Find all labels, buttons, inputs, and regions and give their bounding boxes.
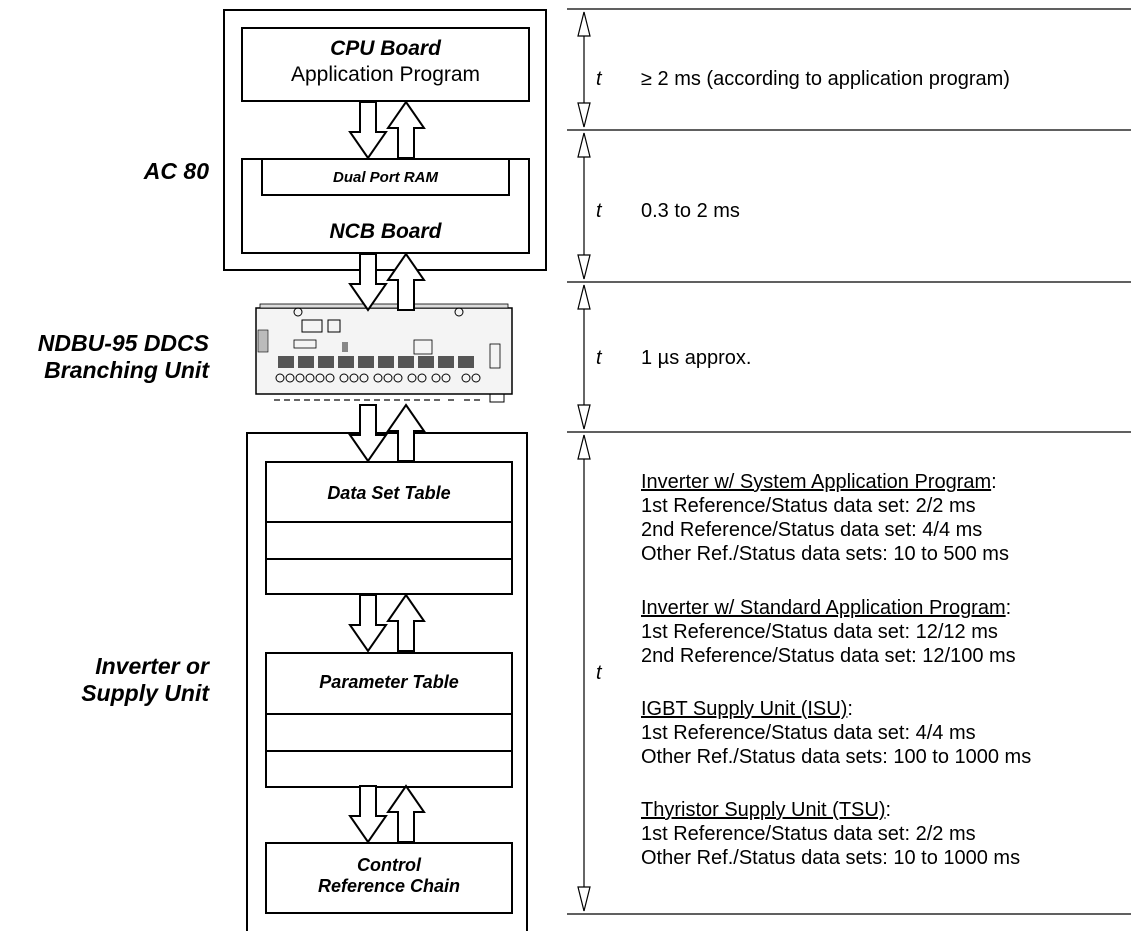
parameter-table-divider-2 <box>267 750 511 752</box>
label-ac80: AC 80 <box>143 158 209 184</box>
arrow-up-ndbu-ncb <box>387 253 425 311</box>
ndbu-device-image <box>254 300 514 410</box>
data-set-table-divider-2 <box>267 558 511 560</box>
t-symbol-row2: t <box>596 200 602 222</box>
timing-row2-text: 0.3 to 2 ms <box>641 200 740 222</box>
label-ndbu-line1: NDBU-95 DDCS <box>37 330 209 356</box>
arrow-up-dst-ndbu <box>387 404 425 462</box>
cpu-board-title: CPU Board <box>330 37 441 60</box>
t-symbol-row3: t <box>596 347 602 369</box>
timing-row3-text: 1 µs approx. <box>641 347 752 369</box>
data-set-table-box: Data Set Table <box>265 461 513 595</box>
dual-port-ram-box: Dual Port RAM <box>261 158 510 196</box>
group-heading: Inverter w/ Standard Application Program… <box>641 597 1012 619</box>
cpu-board-box: CPU Board Application Program <box>241 27 530 102</box>
arrow-down-param-control <box>349 785 387 843</box>
label-inverter-line2: Supply Unit <box>81 680 209 706</box>
timing-group-system: Inverter w/ System Application Program: … <box>641 470 1009 566</box>
arrow-up-param-dst <box>387 594 425 652</box>
parameter-table-box: Parameter Table <box>265 652 513 788</box>
group-line: 1st Reference/Status data set: 2/2 ms <box>641 495 976 517</box>
timing-group-tsu: Thyristor Supply Unit (TSU): 1st Referen… <box>641 798 1020 870</box>
label-ndbu-line2: Branching Unit <box>44 357 209 383</box>
parameter-table-divider-1 <box>267 713 511 715</box>
group-line: 2nd Reference/Status data set: 12/100 ms <box>641 645 1016 667</box>
timing-group-standard: Inverter w/ Standard Application Program… <box>641 596 1016 668</box>
parameter-table-label: Parameter Table <box>319 672 459 692</box>
control-reference-chain-box: Control Reference Chain <box>265 842 513 914</box>
group-line: 1st Reference/Status data set: 12/12 ms <box>641 621 998 643</box>
arrow-up-ncb-cpu <box>387 101 425 159</box>
arrow-up-control-param <box>387 785 425 843</box>
ncb-board-box: Dual Port RAM NCB Board <box>241 158 530 254</box>
group-heading: Inverter w/ System Application Program: <box>641 471 997 493</box>
label-inverter-line1: Inverter or <box>95 653 209 679</box>
group-line: Other Ref./Status data sets: 10 to 500 m… <box>641 543 1009 565</box>
data-set-table-divider-1 <box>267 521 511 523</box>
group-line: 1st Reference/Status data set: 4/4 ms <box>641 722 976 744</box>
arrow-down-ncb-ndbu <box>349 253 387 311</box>
arrow-down-ndbu-dst <box>349 404 387 462</box>
label-ndbu: NDBU-95 DDCS Branching Unit <box>38 330 209 384</box>
group-line: Other Ref./Status data sets: 10 to 1000 … <box>641 847 1021 869</box>
t-symbol-row4: t <box>596 662 602 684</box>
timing-group-isu: IGBT Supply Unit (ISU): 1st Reference/St… <box>641 697 1031 769</box>
control-label-line1: Control <box>357 855 421 875</box>
group-line: Other Ref./Status data sets: 100 to 1000… <box>641 746 1032 768</box>
label-inverter: Inverter or Supply Unit <box>81 653 209 707</box>
dual-port-ram-label: Dual Port RAM <box>333 169 438 186</box>
group-heading: Thyristor Supply Unit (TSU): <box>641 799 892 821</box>
ncb-board-label: NCB Board <box>329 220 442 243</box>
timing-row1-text: ≥ 2 ms (according to application program… <box>641 68 1010 90</box>
group-line: 2nd Reference/Status data set: 4/4 ms <box>641 519 983 541</box>
group-heading: IGBT Supply Unit (ISU): <box>641 698 853 720</box>
inverter-frame <box>246 432 528 931</box>
t-symbol-row1: t <box>596 68 602 90</box>
control-label-line2: Reference Chain <box>317 876 461 896</box>
arrow-down-cpu-ncb <box>349 101 387 159</box>
data-set-table-label: Data Set Table <box>327 483 451 503</box>
group-line: 1st Reference/Status data set: 2/2 ms <box>641 823 976 845</box>
arrow-down-dst-param <box>349 594 387 652</box>
cpu-board-subtitle: Application Program <box>290 63 481 86</box>
